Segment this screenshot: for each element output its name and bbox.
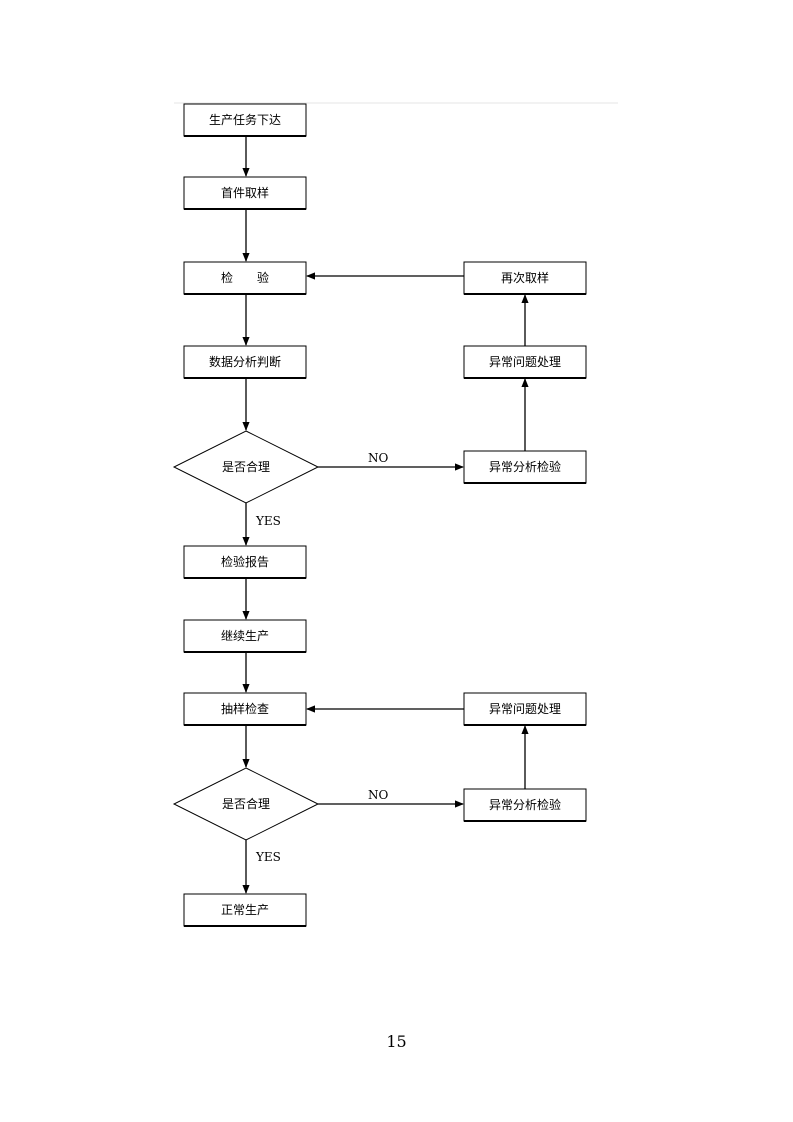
node-data-analysis-label: 数据分析判断: [209, 354, 281, 369]
edge-label-no-2: NO: [368, 788, 389, 802]
node-abnormal-handling-1: 异常问题处理: [463, 345, 587, 379]
decision-reasonable-2: 是否合理: [172, 767, 320, 841]
node-inspection-report-label: 检验报告: [221, 554, 269, 569]
node-normal-production: 正常生产: [183, 893, 307, 927]
node-sampling-check: 抽样检查: [183, 692, 307, 726]
node-first-sample-label: 首件取样: [221, 185, 269, 200]
edge-label-yes-2: YES: [255, 850, 281, 864]
node-abnormal-handling-2-label: 异常问题处理: [489, 702, 561, 716]
node-data-analysis: 数据分析判断: [183, 345, 307, 379]
node-abnormal-handling-2: 异常问题处理: [463, 692, 587, 726]
node-resample: 再次取样: [463, 261, 587, 295]
edge-label-no-1: NO: [368, 451, 389, 465]
node-abnormal-analysis-2: 异常分析检验: [463, 788, 587, 822]
node-abnormal-analysis-1: 异常分析检验: [463, 450, 587, 484]
page-number: 15: [386, 1032, 407, 1051]
node-inspection-report: 检验报告: [183, 545, 307, 579]
node-inspection-label: 检 验: [221, 270, 269, 285]
node-abnormal-analysis-2-label: 异常分析检验: [489, 797, 561, 812]
edge-label-yes-1: YES: [255, 514, 281, 528]
node-inspection: 检 验: [183, 261, 307, 295]
decision-reasonable-1: 是否合理: [172, 430, 320, 504]
decision-reasonable-1-label: 是否合理: [222, 459, 270, 474]
node-resample-label: 再次取样: [501, 270, 549, 285]
node-abnormal-handling-1-label: 异常问题处理: [489, 355, 561, 369]
node-task-issued-label: 生产任务下达: [209, 112, 281, 127]
node-sampling-check-label: 抽样检查: [221, 701, 269, 716]
node-first-sample: 首件取样: [183, 176, 307, 210]
node-continue-production-label: 继续生产: [221, 629, 269, 643]
node-task-issued: 生产任务下达: [183, 103, 307, 137]
node-normal-production-label: 正常生产: [221, 903, 269, 917]
decision-reasonable-2-label: 是否合理: [222, 796, 270, 811]
node-continue-production: 继续生产: [183, 619, 307, 653]
node-abnormal-analysis-1-label: 异常分析检验: [489, 459, 561, 474]
